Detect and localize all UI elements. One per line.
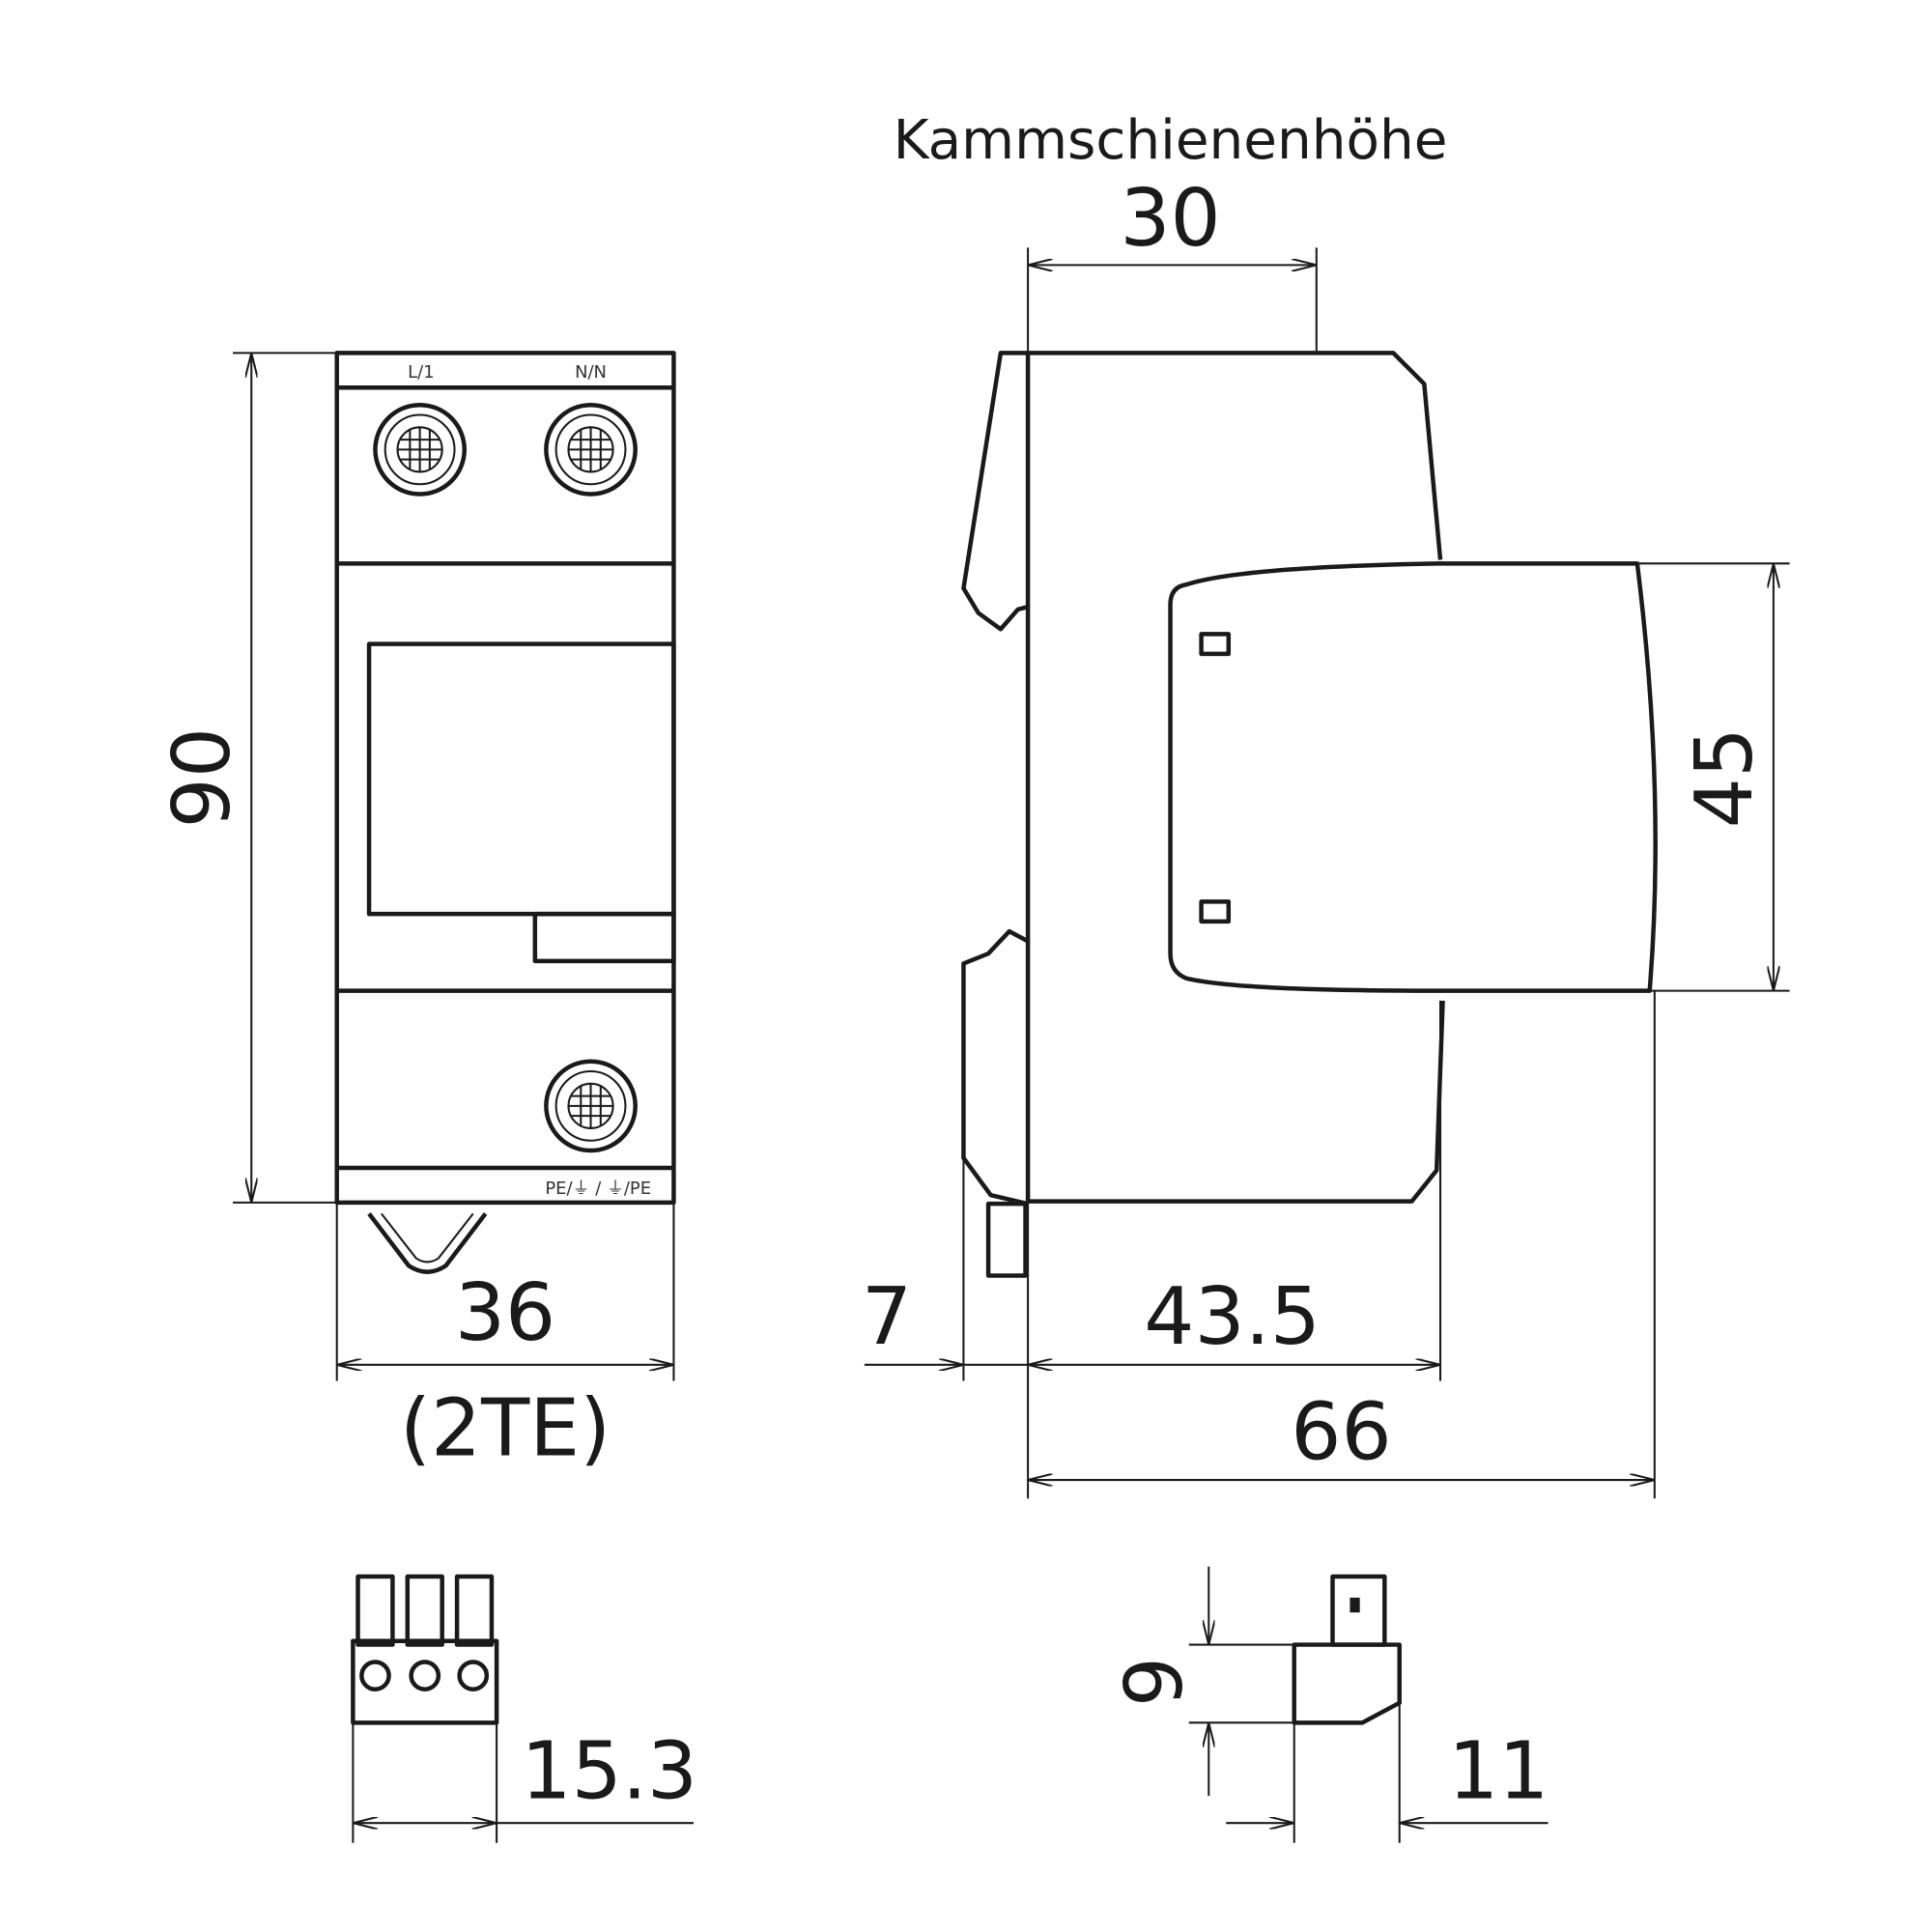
connector-width-dim-label: 15.3 — [521, 1726, 697, 1818]
side-view: Kammschienenhöhe 30 45 7 43.5 66 — [862, 109, 1790, 1499]
screw-terminal-icon — [546, 405, 635, 494]
total-depth-dim-label: 66 — [1291, 1386, 1391, 1478]
screw-terminal-icon — [546, 1062, 635, 1151]
module-window — [366, 641, 676, 917]
busbar-label: Kammschienenhöhe — [894, 109, 1448, 172]
terminal-label-pe: PE/⏚ / ⏚/PE — [545, 1179, 651, 1199]
plug-module — [1168, 561, 1658, 993]
module-height-dim-label: 45 — [1679, 727, 1771, 828]
rail-offset-dim-label: 7 — [862, 1271, 912, 1363]
width-dim-label: 36 — [455, 1267, 555, 1359]
width-units-label: (2TE) — [400, 1382, 611, 1474]
busbar-dim-label: 30 — [1120, 173, 1220, 265]
connector-depth-dim-label: 11 — [1448, 1726, 1548, 1818]
connector-height-dim-label: 9 — [1109, 1657, 1201, 1707]
terminal-label-l1: L/1 — [408, 362, 434, 383]
front-view: L/1 N/N PE/⏚ / ⏚/PE 90 36 (2TE) — [156, 351, 676, 1474]
body-depth-dim-label: 43.5 — [1144, 1271, 1321, 1363]
rail-clip — [367, 1212, 488, 1274]
terminal-label-n: N/N — [575, 362, 607, 383]
connector-side-view: 9 11 — [1109, 1566, 1548, 1843]
screw-terminal-icon — [375, 405, 464, 494]
height-dim-label: 90 — [156, 727, 248, 828]
connector-front-view: 15.3 — [351, 1574, 697, 1843]
